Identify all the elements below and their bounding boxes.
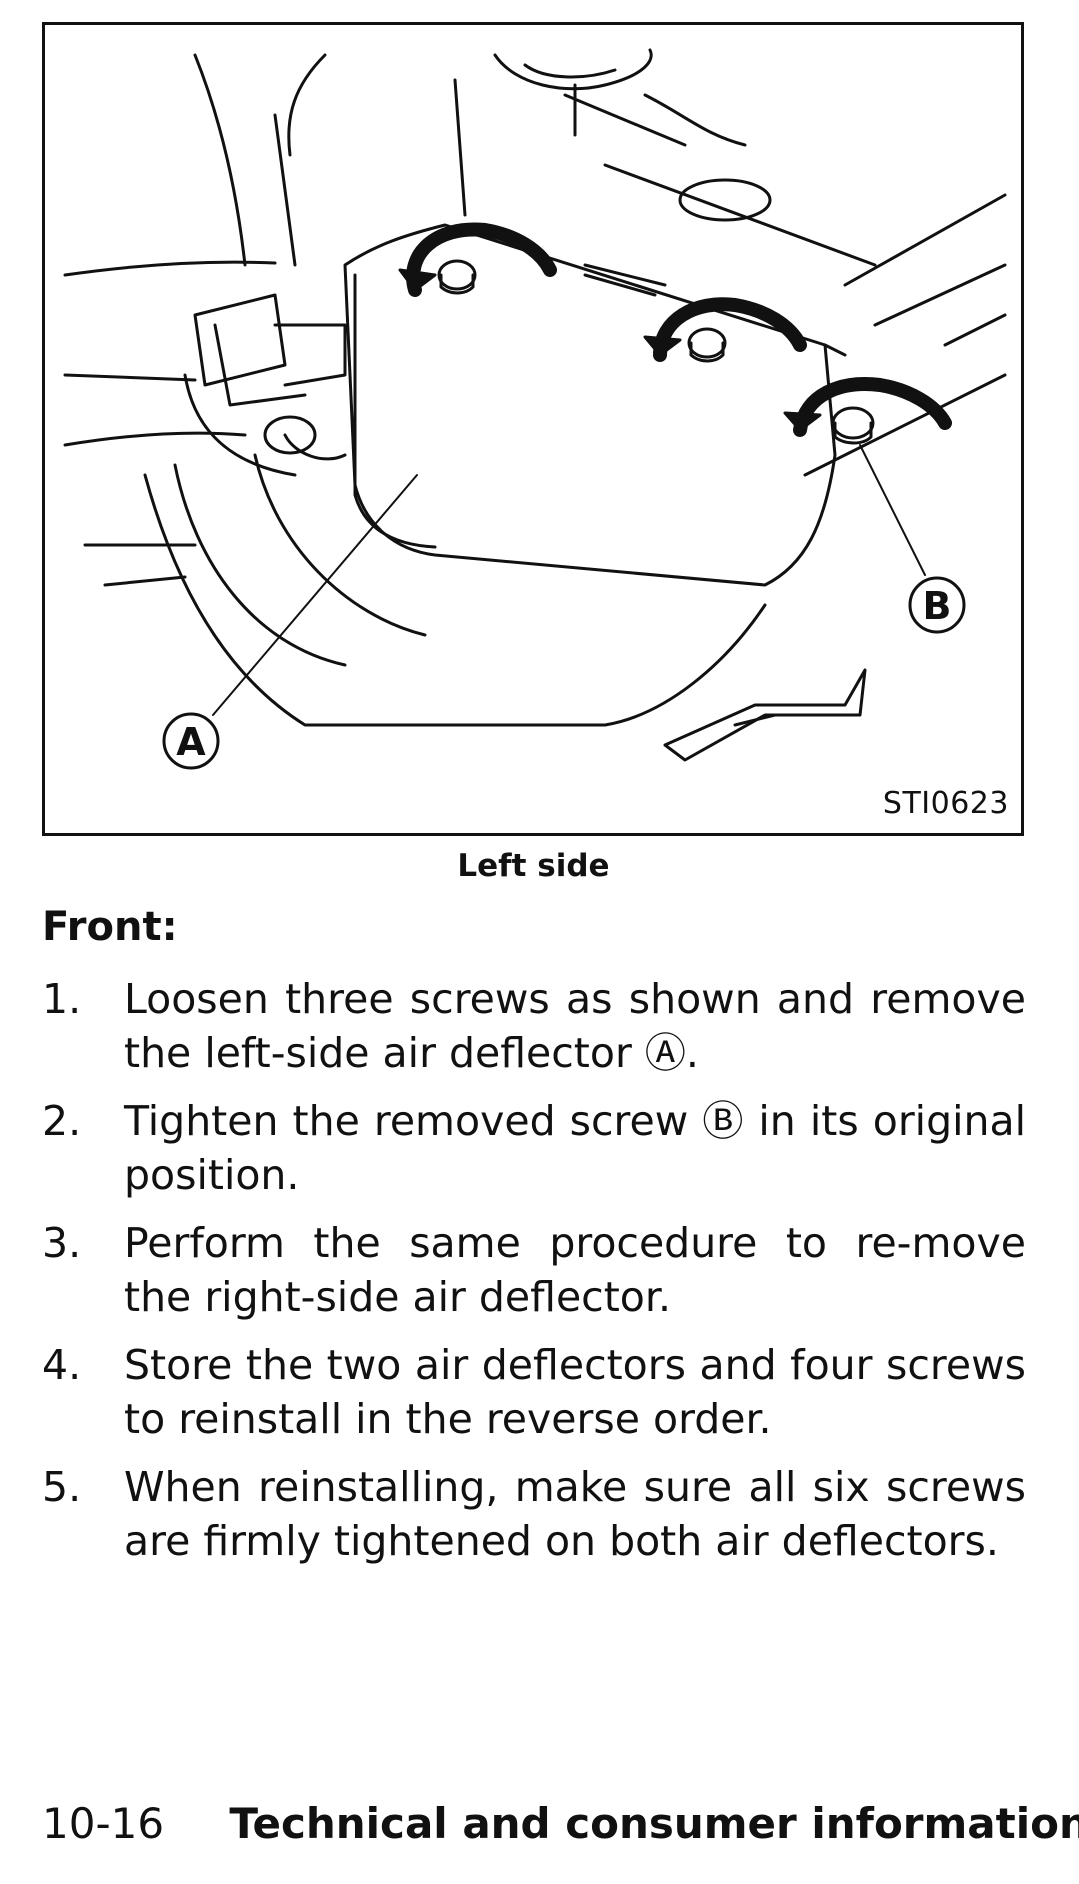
step-number: 1.	[42, 975, 82, 1023]
step-number: 3.	[42, 1219, 82, 1267]
list-item: 3. Perform the same procedure to re-move…	[42, 1216, 1026, 1324]
figure-code: STI0623	[882, 786, 1009, 821]
step-text: Perform the same procedure to re-move th…	[124, 1219, 1026, 1321]
chapter-title: Technical and consumer information	[229, 1799, 1079, 1848]
screw-b	[783, 377, 952, 445]
step-text: Loosen three screws as shown and remove …	[124, 975, 1026, 1077]
screw-2	[643, 297, 807, 363]
list-item: 2. Tighten the removed screw Ⓑ in its or…	[42, 1094, 1026, 1202]
list-item: 5. When reinstalling, make sure all six …	[42, 1460, 1026, 1568]
callout-a-label: A	[176, 720, 206, 764]
screw-1	[398, 222, 557, 297]
page-footer: 10-16 Technical and consumer information	[42, 1799, 1079, 1848]
figure-caption: Left side	[457, 848, 610, 884]
step-number: 4.	[42, 1341, 82, 1389]
front-direction-arrow	[663, 668, 867, 762]
step-list: 1. Loosen three screws as shown and remo…	[42, 972, 1026, 1582]
step-text: Tighten the removed screw Ⓑ in its origi…	[124, 1097, 1026, 1199]
illustration-frame: A B STI0623	[42, 22, 1024, 836]
section-title: Front:	[42, 904, 178, 950]
list-item: 4. Store the two air deflectors and four…	[42, 1338, 1026, 1446]
air-deflector-illustration: A B	[63, 48, 1007, 770]
step-number: 5.	[42, 1463, 82, 1511]
page-number: 10-16	[42, 1799, 165, 1848]
list-item: 1. Loosen three screws as shown and remo…	[42, 972, 1026, 1080]
step-number: 2.	[42, 1097, 82, 1145]
step-text: When reinstalling, make sure all six scr…	[124, 1463, 1026, 1565]
step-text: Store the two air deflectors and four sc…	[124, 1341, 1026, 1443]
callout-b-label: B	[923, 584, 952, 628]
